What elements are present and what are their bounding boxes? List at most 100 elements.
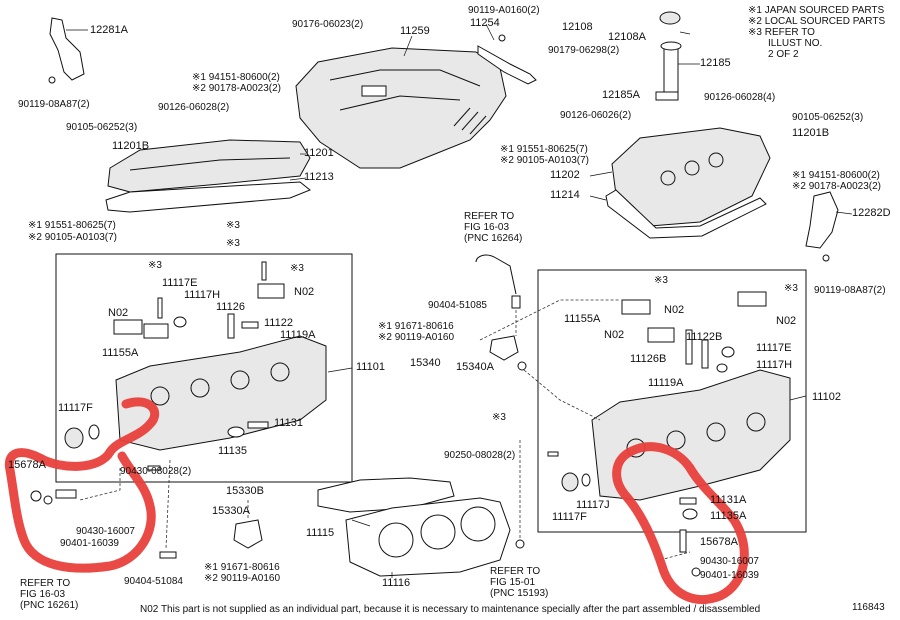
part-label[interactable]: 11126B — [630, 353, 667, 365]
part-label[interactable]: 11117H — [184, 289, 221, 301]
part-label[interactable]: 90119-08A87(2) — [814, 285, 886, 296]
part-label[interactable]: 11117H — [756, 359, 793, 371]
part-label[interactable]: 11131A — [710, 494, 747, 506]
part-label[interactable]: 90126-06026(2) — [560, 110, 632, 121]
part-label[interactable]: 90105-06252(3) — [792, 112, 864, 123]
part-label[interactable]: ※3 — [290, 263, 304, 274]
stud-bolt — [261, 261, 267, 281]
part-label[interactable]: 90119-08A87(2) — [18, 99, 90, 110]
part-label[interactable]: 11254 — [470, 17, 500, 29]
part-label[interactable]: 11155A — [564, 313, 601, 325]
part-label[interactable]: N02 — [664, 304, 685, 316]
cover-ridge — [329, 69, 481, 87]
part-label[interactable]: ※3 — [784, 283, 798, 294]
part-label[interactable]: 90430-16007 — [700, 556, 759, 567]
part-label[interactable]: ※3 — [226, 220, 240, 231]
plug-11117e — [721, 346, 735, 358]
plug-15193 — [515, 539, 525, 549]
part-label[interactable]: 90430-16007 — [76, 526, 135, 537]
part-label[interactable]: ※2 90119-A0160 — [204, 573, 281, 584]
part-label[interactable]: 11119A — [280, 329, 316, 341]
part-label[interactable]: 90404-51084 — [124, 576, 183, 587]
part-label[interactable]: 12185 — [700, 57, 731, 69]
part-label[interactable]: 11213 — [304, 171, 334, 183]
part-label[interactable]: ※1 94151-80600(2) — [792, 170, 880, 181]
part-label[interactable]: 12185A — [602, 89, 640, 101]
part-label[interactable]: 11201 — [304, 147, 334, 159]
part-label[interactable]: 90401-16039 — [700, 570, 759, 581]
footnote: N02 This part is not supplied as an indi… — [140, 604, 761, 615]
part-label[interactable]: 11117F — [552, 511, 587, 523]
part-label[interactable]: N02 — [776, 315, 797, 327]
part-label[interactable]: 11214 — [550, 189, 580, 201]
refer-text[interactable]: FIG 15-01 — [490, 577, 536, 588]
part-label[interactable]: 11117E — [756, 342, 792, 354]
part-label[interactable]: 11155A — [102, 347, 139, 359]
part-label[interactable]: ※3 — [492, 412, 506, 423]
part-label[interactable]: 90430-08028(2) — [120, 466, 192, 477]
part-label[interactable]: 11122B — [686, 331, 723, 343]
part-label[interactable]: ※1 91671-80616 — [204, 562, 280, 573]
part-label[interactable]: 90126-06028(4) — [704, 92, 776, 103]
part-label[interactable]: ※2 90105-A0103(7) — [28, 232, 117, 243]
part-label[interactable]: ※1 91671-80616 — [378, 321, 454, 332]
part-label[interactable]: 90404-51085 — [428, 300, 487, 311]
cam-cap-n02 — [737, 291, 767, 307]
part-label[interactable]: 11201B — [112, 140, 150, 152]
part-label[interactable]: ※3 — [654, 275, 668, 286]
part-label[interactable]: 15678A — [8, 459, 46, 471]
part-label[interactable]: ※3 — [148, 260, 162, 271]
part-label[interactable]: 12108 — [562, 21, 593, 33]
part-label[interactable]: 12282D — [852, 207, 891, 219]
part-label[interactable]: 11115 — [306, 527, 335, 539]
part-label[interactable]: 11259 — [400, 25, 430, 37]
refer-text[interactable]: FIG 16-03 — [20, 589, 66, 600]
part-label[interactable]: 11201B — [792, 127, 830, 139]
refer-text[interactable]: FIG 16-03 — [464, 222, 510, 233]
part-label[interactable]: ※2 90105-A0103(7) — [500, 155, 589, 166]
part-label[interactable]: 11116 — [382, 577, 411, 589]
part-label[interactable]: 90176-06023(2) — [292, 19, 364, 30]
part-label[interactable]: 90401-16039 — [60, 538, 119, 549]
part-label[interactable]: N02 — [604, 329, 625, 341]
part-label[interactable]: 90119-A0160(2) — [468, 5, 540, 16]
part-label[interactable]: 11135A — [710, 510, 747, 522]
part-label[interactable]: 11117E — [162, 277, 198, 289]
part-label[interactable]: 12108A — [608, 31, 646, 43]
part-label[interactable]: 11117J — [576, 499, 610, 511]
part-label[interactable]: 15330A — [212, 505, 250, 517]
part-label[interactable]: 11102 — [812, 391, 841, 403]
part-label[interactable]: N02 — [294, 286, 315, 298]
part-label[interactable]: 15330B — [226, 485, 264, 497]
part-label[interactable]: 12281A — [90, 24, 128, 36]
legend-refer-3: 2 OF 2 — [768, 49, 799, 60]
part-label[interactable]: 11126 — [216, 301, 245, 313]
part-label[interactable]: 90250-08028(2) — [444, 450, 516, 461]
part-label[interactable]: ※2 90119-A0160 — [378, 332, 455, 343]
part-label[interactable]: 15678A — [700, 536, 738, 548]
part-label[interactable]: 11135 — [218, 445, 247, 457]
part-label[interactable]: N02 — [108, 307, 129, 319]
part-label[interactable]: ※1 91551-80625(7) — [500, 144, 588, 155]
part-label[interactable]: 90105-06252(3) — [66, 122, 138, 133]
part-label[interactable]: 15340 — [410, 357, 441, 369]
part-label[interactable]: 11202 — [550, 169, 580, 181]
part-label[interactable]: 11101 — [356, 361, 385, 373]
leader-line — [403, 35, 413, 57]
part-label[interactable]: 11131 — [274, 417, 303, 429]
part-label[interactable]: 90179-06298(2) — [548, 45, 620, 56]
part-label[interactable]: ※2 90178-A0023(2) — [192, 83, 281, 94]
part-label[interactable]: ※1 94151-80600(2) — [192, 72, 280, 83]
gasket-11213 — [105, 181, 311, 213]
part-label[interactable]: 11122 — [264, 317, 293, 329]
part-label[interactable]: 15340A — [456, 361, 494, 373]
part-label[interactable]: ※2 90178-A0023(2) — [792, 181, 881, 192]
part-label[interactable]: ※3 — [226, 238, 240, 249]
head-port — [230, 370, 250, 390]
part-label[interactable]: 11119A — [648, 377, 684, 389]
plug-11117e — [173, 316, 187, 328]
part-label[interactable]: ※1 91551-80625(7) — [28, 220, 116, 231]
leader-line — [327, 367, 353, 373]
part-label[interactable]: 90126-06028(2) — [158, 102, 230, 113]
part-label[interactable]: 11117F — [58, 402, 93, 414]
